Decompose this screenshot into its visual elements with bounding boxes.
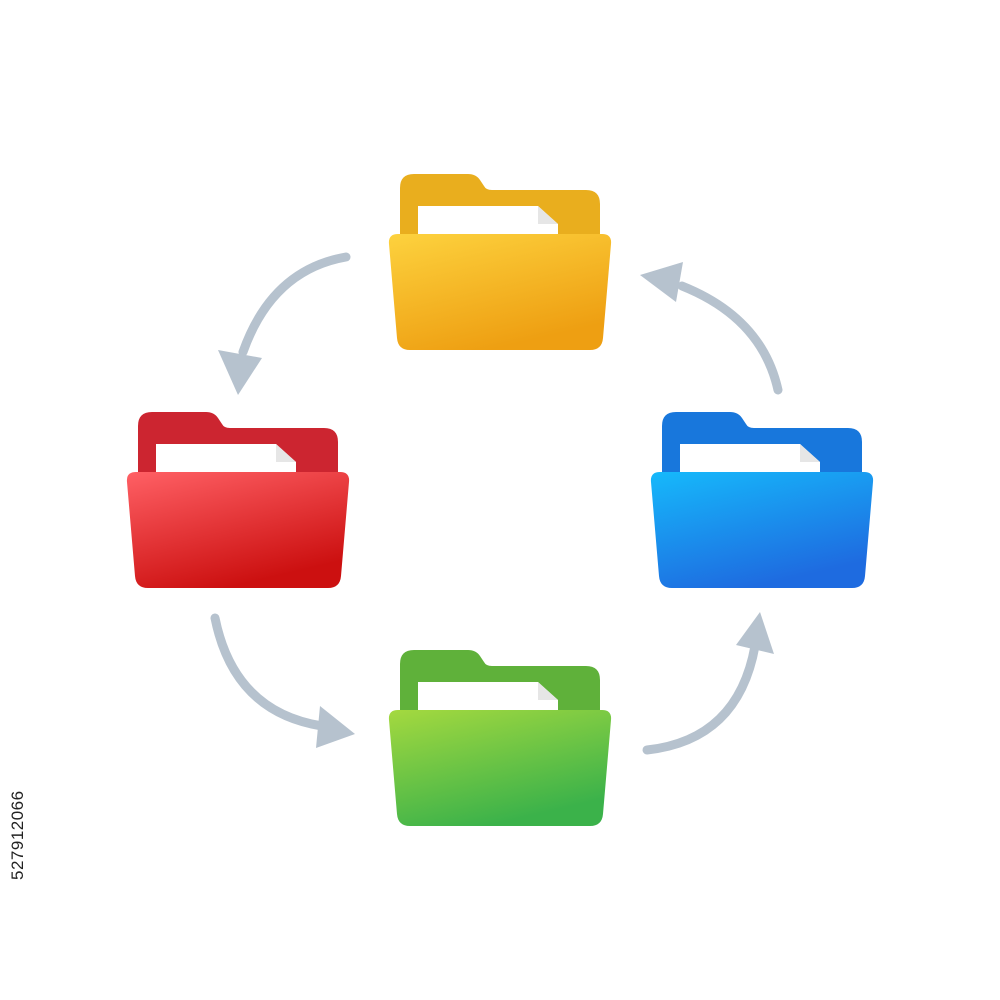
right-blue-open-folder-icon bbox=[650, 412, 874, 588]
arrow-shaft bbox=[642, 641, 760, 755]
left-red-open-folder-icon bbox=[126, 412, 350, 588]
arrow-shaft bbox=[677, 281, 783, 395]
stock-id-watermark: 527912066 bbox=[8, 790, 27, 880]
paper-folded-corner bbox=[538, 206, 558, 224]
folder-front-panel bbox=[388, 710, 612, 826]
top-yellow-open-folder-icon bbox=[388, 174, 612, 350]
folder-front-panel bbox=[650, 472, 874, 588]
paper-folded-corner bbox=[800, 444, 820, 462]
arrow-head bbox=[218, 350, 262, 395]
cycle-arrows bbox=[210, 252, 783, 755]
bottom-green-open-folder-icon bbox=[388, 650, 612, 826]
folder-front-panel bbox=[388, 234, 612, 350]
paper-folded-corner bbox=[538, 682, 558, 700]
paper-folded-corner bbox=[276, 444, 296, 462]
arrow-left-to-bottom-curved-arrow-icon bbox=[210, 613, 355, 748]
arrow-head bbox=[316, 706, 355, 748]
arrow-bottom-to-right-curved-arrow-icon bbox=[642, 612, 774, 755]
arrow-head bbox=[736, 612, 774, 654]
folder-front-panel bbox=[126, 472, 350, 588]
arrow-top-to-left-curved-arrow-icon bbox=[218, 252, 351, 395]
folders-group bbox=[126, 174, 874, 826]
arrow-right-to-top-curved-arrow-icon bbox=[640, 262, 783, 395]
arrow-shaft bbox=[210, 613, 327, 731]
arrow-head bbox=[640, 262, 683, 302]
arrow-shaft bbox=[238, 252, 351, 357]
